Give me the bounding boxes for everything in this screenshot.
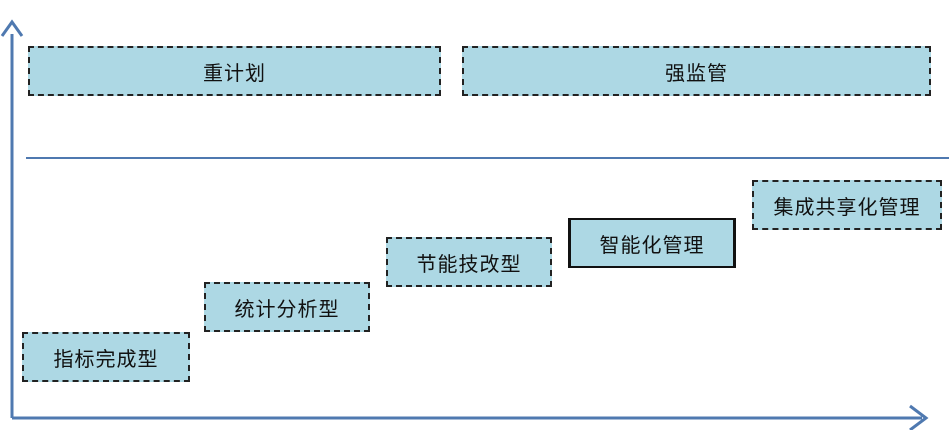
- step-box-2: 统计分析型: [204, 282, 370, 332]
- y-axis-arrowhead: [0, 19, 24, 37]
- step-box-3: 节能技改型: [386, 237, 552, 287]
- top-left-box: 重计划: [28, 46, 441, 96]
- step-label-3: 节能技改型: [416, 251, 522, 276]
- step-label-1: 指标完成型: [53, 346, 159, 371]
- step-box-4: 智能化管理: [568, 218, 736, 268]
- step-box-1: 指标完成型: [22, 332, 190, 382]
- x-axis-arrowhead: [909, 404, 929, 430]
- top-right-label: 强监管: [665, 60, 728, 85]
- step-label-5: 集成共享化管理: [773, 194, 921, 219]
- top-left-label: 重计划: [203, 60, 266, 85]
- step-label-4: 智能化管理: [599, 232, 705, 257]
- top-right-box: 强监管: [462, 46, 931, 96]
- step-box-5: 集成共享化管理: [752, 180, 942, 230]
- step-label-2: 统计分析型: [234, 296, 340, 321]
